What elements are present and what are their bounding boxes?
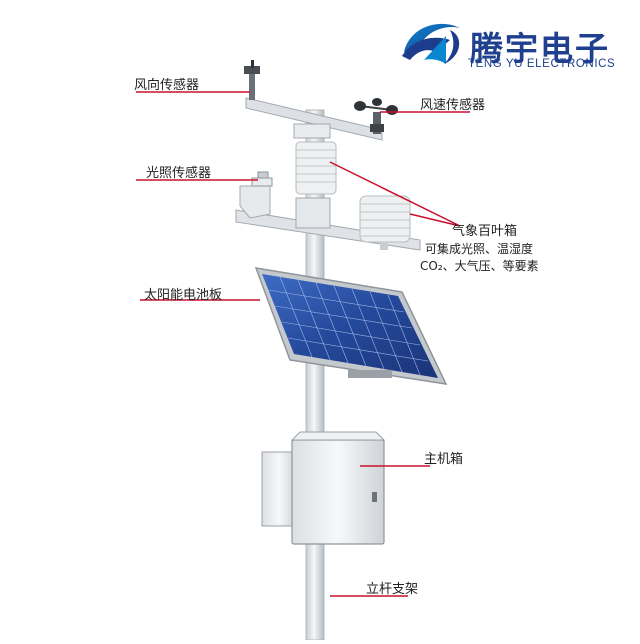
tengyu-logo-icon	[402, 23, 460, 64]
top-crossarm	[245, 97, 383, 141]
label-louver-desc-2: CO₂、大气压、等要素	[420, 259, 539, 273]
label-louver-desc-1: 可集成光照、温湿度	[425, 242, 534, 256]
label-main-box: 主机箱	[424, 452, 464, 467]
main-enclosure	[261, 431, 386, 545]
wind-direction-sensor	[244, 60, 260, 100]
brand-name-en: TENG YU ELECTRONICS	[468, 58, 616, 70]
label-wind-speed: 风速传感器	[420, 98, 486, 113]
louver-box-side	[359, 195, 411, 250]
label-louver-box: 气象百叶箱	[452, 224, 518, 239]
louver-box-upper	[295, 141, 337, 195]
label-solar-panel: 太阳能电池板	[144, 288, 223, 303]
label-wind-direction: 风向传感器	[134, 78, 200, 93]
label-light-sensor: 光照传感器	[146, 166, 212, 181]
brand-name-zh: 腾宇电子	[470, 29, 610, 68]
light-sensor	[251, 171, 273, 187]
solar-panel	[254, 267, 448, 385]
leader-lines	[136, 91, 470, 597]
label-pole: 立杆支架	[366, 582, 419, 597]
